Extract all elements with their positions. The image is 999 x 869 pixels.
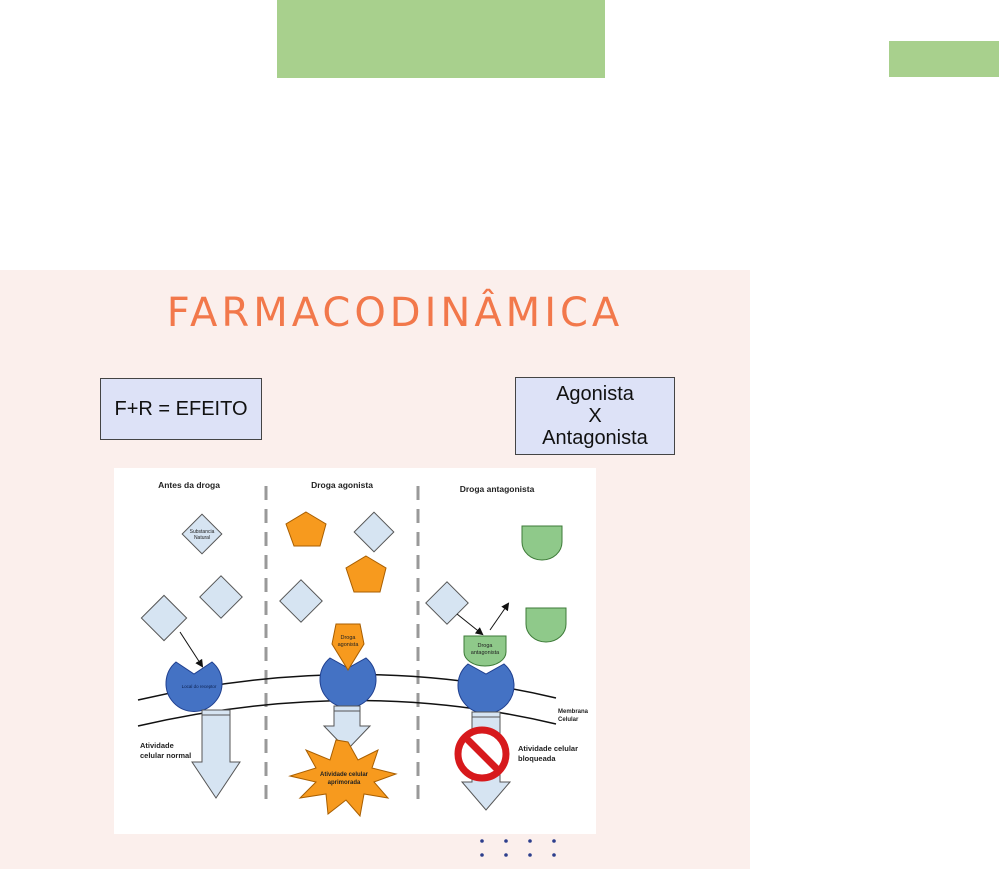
blocked-activity-label-1: Atividade celular [518,744,578,753]
antagonist-drug-2 [526,608,566,642]
normal-activity-arrow [192,710,240,798]
normal-activity-label-2: celular normal [140,751,191,760]
deflect-arrow [490,604,508,630]
blocked-activity-label-2: bloqueada [518,754,556,763]
natural-substance-label-2: Natural [194,535,210,541]
right-green-banner [889,41,999,77]
enhanced-activity-burst [290,740,396,816]
agonist-label-2: agonista [338,642,360,648]
top-green-banner [277,0,605,78]
ligand-diamond-3 [354,512,394,552]
agonist-line: Agonista [556,383,634,405]
normal-activity-label-1: Atividade [140,741,174,750]
col2-header: Droga agonista [311,480,373,490]
agonist-drug-1 [286,512,326,546]
receptor-3 [458,664,514,713]
col1-header: Antes da droga [158,480,220,490]
enhanced-activity-label-2: aprimorada [328,780,361,786]
versus-line: X [588,405,601,427]
antagonist-label-2: antagonista [471,650,500,656]
receptor-site-label: Local do receptor [182,684,217,689]
enhanced-activity-label-1: Atividade celular [320,772,369,778]
drug-receptor-diagram: Antes da droga Droga agonista Droga anta… [114,468,596,834]
agonist-antagonist-box: Agonista X Antagonista [515,377,675,455]
col3-header: Droga antagonista [460,484,535,494]
membrane-label-1: Membrana [558,709,589,715]
agonist-drug-2 [346,556,386,592]
agonist-label-1: Droga [341,635,357,641]
binding-arrow-1 [180,632,202,666]
slide-title: FARMACODINÂMICA [0,290,790,336]
formula-text: F+R = EFEITO [115,398,248,421]
prohibited-icon [458,730,506,778]
blocked-arrow [457,614,482,634]
antagonist-drug-1 [522,526,562,560]
ligand-diamond-1 [200,576,242,618]
ligand-diamond-4 [280,580,322,622]
ligand-diamond-2 [141,595,186,640]
antagonist-line: Antagonista [542,427,648,449]
formula-box: F+R = EFEITO [100,378,262,440]
antagonist-label-1: Droga [478,643,494,649]
membrane-label-2: Celular [558,717,579,723]
decorative-dots [478,836,568,864]
slide: FARMACODINÂMICA F+R = EFEITO Agonista X … [0,270,750,869]
drug-receptor-figure: Antes da droga Droga agonista Droga anta… [114,468,596,834]
